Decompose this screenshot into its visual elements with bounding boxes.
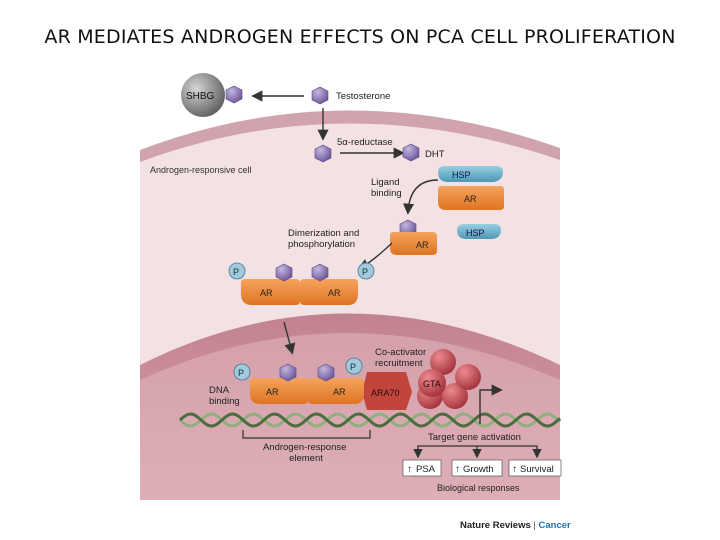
credit-separator: |: [533, 520, 536, 531]
ar-label: AR: [333, 387, 346, 397]
ligand-icon: [314, 144, 332, 163]
reductase-label: 5α-reductase: [337, 137, 393, 148]
ar-label: AR: [328, 288, 341, 298]
ligand-icon: [317, 363, 335, 382]
psa-box: [402, 459, 442, 477]
slide-title: AR MEDIATES ANDROGEN EFFECTS ON PCA CELL…: [44, 26, 676, 48]
ar-protein: [438, 186, 504, 210]
biological-responses-label: Biological responses: [437, 483, 520, 493]
cell-label: Androgen-responsive cell: [150, 165, 252, 175]
hsp-label: HSP: [452, 170, 471, 180]
ligand-icon: [311, 86, 329, 105]
hsp-label: HSP: [466, 228, 485, 238]
ar-protein: [308, 378, 364, 404]
ar-label: AR: [464, 194, 477, 204]
up-arrow-icon: ↑: [512, 464, 517, 475]
phosphate-icon: [228, 262, 246, 280]
dimerization-label: Dimerization and phosphorylation: [288, 228, 362, 250]
ar-protein: [390, 232, 437, 255]
nuclear-translocation-arrow: [283, 321, 296, 355]
testosterone-label: Testosterone: [336, 91, 390, 102]
phosphate-label: P: [233, 267, 239, 277]
shbg-label: SHBG: [186, 91, 215, 102]
coactivator-label: Co-activator recruitment: [375, 347, 429, 369]
growth-label: Growth: [463, 464, 494, 475]
phosphate-label: P: [362, 267, 368, 277]
phosphate-label: P: [350, 362, 356, 372]
ligand-icon: [225, 85, 243, 104]
are-bracket: [242, 430, 371, 439]
journal-name: Nature Reviews: [460, 520, 531, 531]
dht-label: DHT: [425, 149, 445, 160]
phosphate-icon: [233, 363, 251, 381]
phosphate-icon: [345, 357, 363, 375]
ligand-icon: [275, 263, 293, 282]
growth-box: [451, 459, 503, 477]
dna-binding-label: DNA binding: [209, 385, 240, 407]
journal-section: Cancer: [538, 520, 571, 531]
psa-label: PSA: [416, 464, 436, 475]
are-label: Androgen-response element: [263, 442, 349, 464]
gta-label: GTA: [423, 379, 441, 389]
transcription-arrow: [479, 384, 503, 424]
dna-helix: [179, 412, 561, 428]
phosphate-icon: [357, 262, 375, 280]
ar-label: AR: [416, 240, 429, 250]
journal-credit: Nature Reviews | Cancer: [460, 520, 571, 531]
gta-protein: [455, 364, 481, 390]
gta-protein: [442, 383, 468, 409]
binding-arrow: [402, 179, 439, 215]
ar-protein: [241, 279, 300, 305]
target-label: Target gene activation: [428, 432, 521, 443]
hsp-protein: [438, 166, 503, 182]
ara70-label: ARA70: [371, 388, 400, 398]
phosphate-label: P: [238, 368, 244, 378]
ligand-icon: [402, 143, 420, 162]
ara70-protein: [362, 372, 412, 410]
ar-label: AR: [260, 288, 273, 298]
ligand-binding-label: Ligand binding: [371, 177, 402, 199]
ar-protein: [300, 279, 358, 305]
gta-protein: [430, 349, 456, 375]
ar-label: AR: [266, 387, 279, 397]
up-arrow-icon: ↑: [455, 464, 460, 475]
ligand-icon: [311, 263, 329, 282]
hsp-protein: [457, 224, 501, 239]
ligand-icon: [279, 363, 297, 382]
survival-label: Survival: [520, 464, 554, 475]
shbg-protein: [181, 73, 225, 117]
gta-protein: [418, 369, 446, 397]
survival-box: [508, 459, 562, 477]
up-arrow-icon: ↑: [407, 464, 412, 475]
ar-protein: [250, 378, 308, 404]
